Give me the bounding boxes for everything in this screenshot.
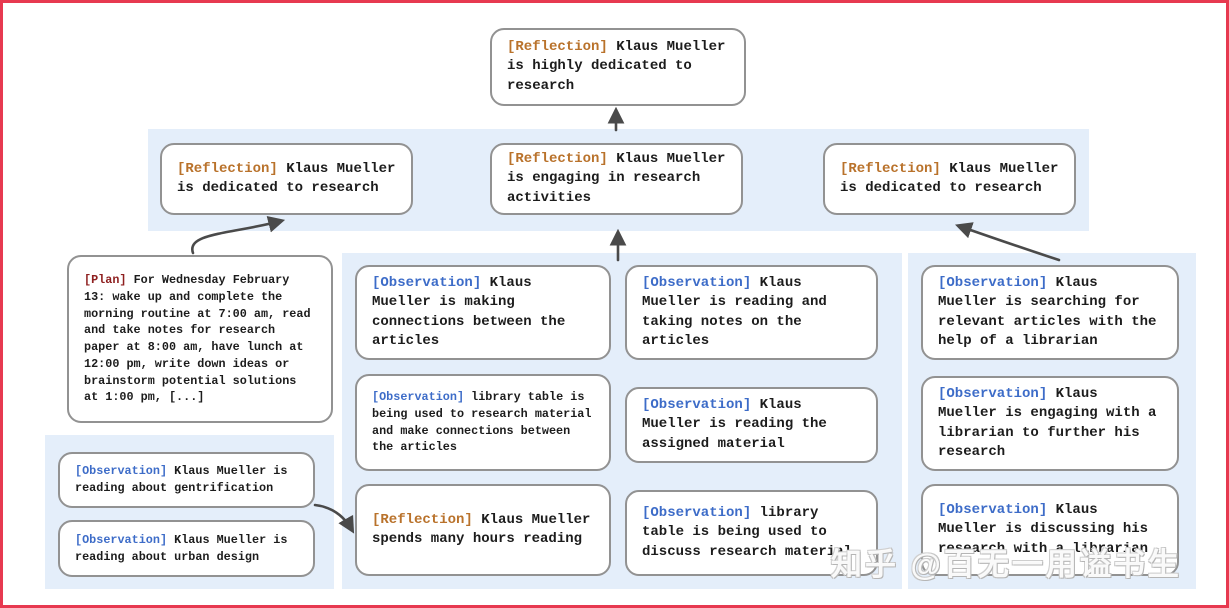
node-observation-assigned-material: [Observation] Klaus Mueller is reading t… <box>625 387 878 463</box>
node-observation-library-research: [Observation] library table is being use… <box>355 374 611 471</box>
observation-tag: [Observation] <box>75 532 168 547</box>
reflection-tag: [Reflection] <box>372 511 473 528</box>
node-text: Klaus Mueller is discussing his research… <box>938 502 1149 557</box>
node-reflection-left: [Reflection] Klaus Mueller is dedicated … <box>160 143 413 215</box>
node-text: Klaus Mueller is reading about urban des… <box>75 532 288 564</box>
node-text: Klaus Mueller is reading about gentrific… <box>75 464 288 495</box>
node-observation-library-discuss: [Observation] library table is being use… <box>625 490 878 576</box>
node-text: Klaus Mueller is engaging in research ac… <box>507 151 726 206</box>
observation-tag: [Observation] <box>938 386 1048 403</box>
node-text: Klaus Mueller is dedicated to research <box>840 160 1059 196</box>
observation-tag: [Observation] <box>938 502 1048 519</box>
node-text: Klaus Mueller is dedicated to research <box>177 160 396 196</box>
node-plan: [Plan] For Wednesday February 13: wake u… <box>67 255 333 423</box>
observation-tag: [Observation] <box>642 397 752 414</box>
node-text: library table is being used to discuss r… <box>642 505 853 560</box>
node-text: For Wednesday February 13: wake up and c… <box>84 273 311 405</box>
node-text: Klaus Mueller is reading the assigned ma… <box>642 397 827 452</box>
node-text: Klaus Mueller is engaging with a librari… <box>938 386 1157 460</box>
node-reflection-right: [Reflection] Klaus Mueller is dedicated … <box>823 143 1076 215</box>
node-observation-taking-notes: [Observation] Klaus Mueller is reading a… <box>625 265 878 360</box>
observation-tag: [Observation] <box>642 275 752 292</box>
node-text: Klaus Mueller is highly dedicated to res… <box>507 39 726 94</box>
plan-tag: [Plan] <box>84 273 127 287</box>
observation-tag: [Observation] <box>642 505 752 522</box>
node-root-reflection: [Reflection] Klaus Mueller is highly ded… <box>490 28 746 106</box>
observation-tag: [Observation] <box>75 464 168 479</box>
reflection-tag: [Reflection] <box>507 39 608 56</box>
zhihu-watermark: 知乎 @百无一用谥书生 <box>831 547 1182 582</box>
reflection-tag: [Reflection] <box>507 151 608 168</box>
node-observation-engage-librarian: [Observation] Klaus Mueller is engaging … <box>921 376 1179 471</box>
node-observation-connections: [Observation] Klaus Mueller is making co… <box>355 265 611 360</box>
reflection-tag: [Reflection] <box>177 160 278 177</box>
node-reflection-middle: [Reflection] Klaus Mueller is engaging i… <box>490 143 743 215</box>
observation-tag: [Observation] <box>372 390 465 404</box>
node-text: Klaus Mueller is searching for relevant … <box>938 275 1157 349</box>
node-observation-gentrification: [Observation] Klaus Mueller is reading a… <box>58 452 315 508</box>
observation-tag: [Observation] <box>938 275 1048 292</box>
node-reflection-hours-reading: [Reflection] Klaus Mueller spends many h… <box>355 484 611 576</box>
node-observation-urban-design: [Observation] Klaus Mueller is reading a… <box>58 520 315 577</box>
reflection-tag: [Reflection] <box>840 160 941 177</box>
node-text: library table is being used to research … <box>372 390 592 455</box>
node-text: Klaus Mueller is making connections betw… <box>372 275 566 349</box>
node-observation-search-librarian: [Observation] Klaus Mueller is searching… <box>921 265 1179 360</box>
node-text: Klaus Mueller is reading and taking note… <box>642 275 827 349</box>
node-observation-discuss-librarian: [Observation] Klaus Mueller is discussin… <box>921 484 1179 576</box>
observation-tag: [Observation] <box>372 275 482 292</box>
node-text: Klaus Mueller spends many hours reading <box>372 511 591 547</box>
